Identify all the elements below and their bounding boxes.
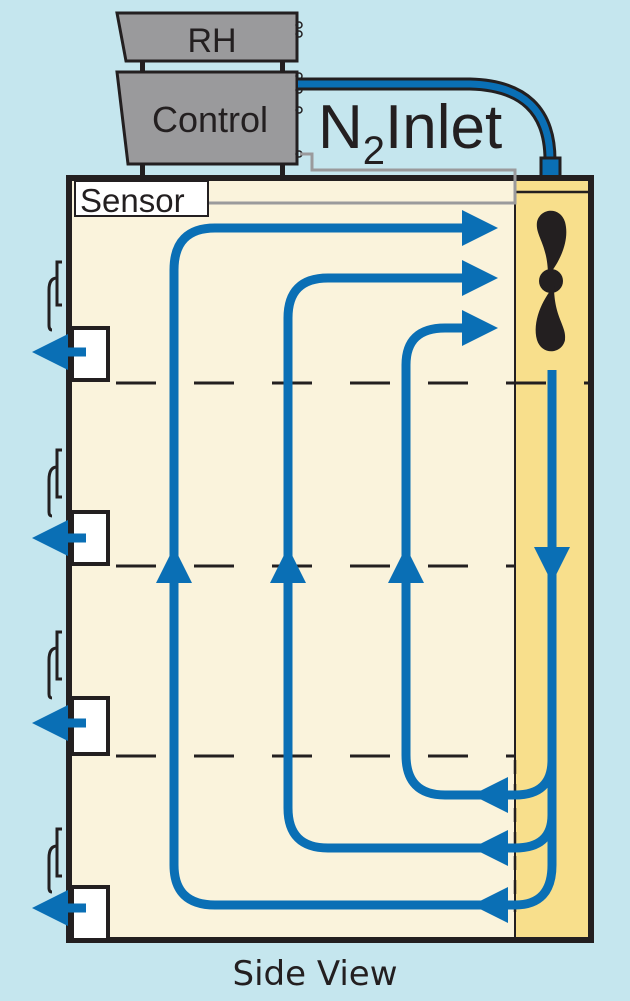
shelves — [108, 381, 591, 758]
rh-device: RH — [115, 11, 303, 72]
loop-outer — [156, 547, 490, 910]
n2-inlet-label: N2Inlet — [318, 93, 502, 173]
exhaust-ports — [32, 260, 110, 942]
cabinet — [66, 175, 594, 943]
exhaust-port-3 — [32, 630, 110, 756]
loop-middle — [270, 547, 490, 853]
exhaust-port-4 — [32, 827, 110, 942]
sensor-label: Sensor — [80, 182, 185, 219]
control-device: Control — [115, 70, 303, 175]
rh-label: RH — [187, 22, 236, 60]
n2-subscript: 2 — [363, 129, 385, 173]
exhaust-port-2 — [32, 448, 110, 566]
control-label: Control — [152, 99, 268, 140]
side-view-caption: Side View — [232, 954, 397, 994]
n2-gas-symbol: N — [318, 93, 363, 162]
sensor: Sensor — [74, 152, 517, 219]
fan-icon — [535, 210, 567, 352]
loop-inner — [388, 547, 490, 800]
exhaust-port-1 — [32, 260, 110, 382]
airflow — [156, 210, 570, 923]
inlet-word: Inlet — [385, 93, 502, 162]
